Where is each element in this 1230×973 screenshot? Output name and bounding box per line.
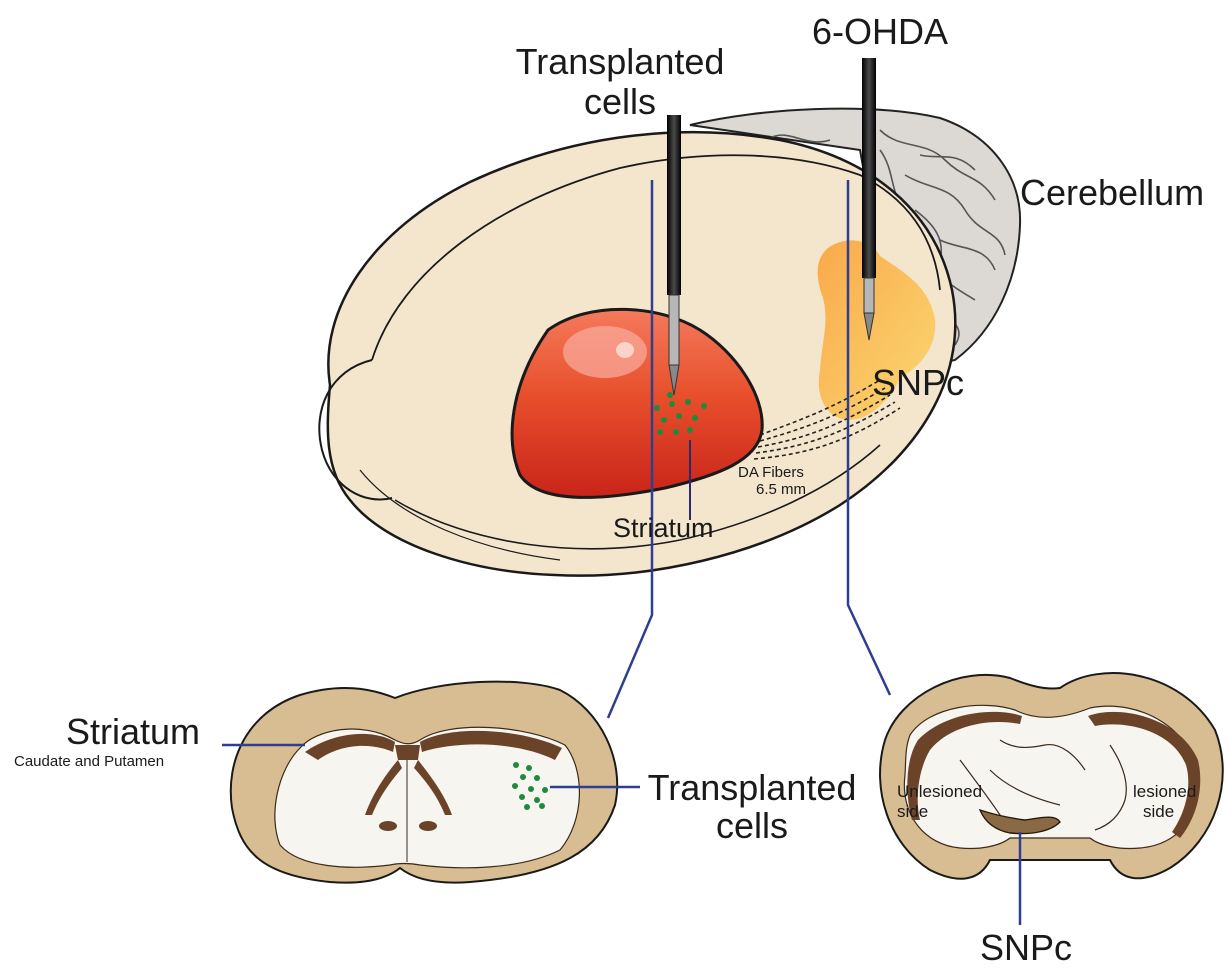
syringe-icon <box>667 115 681 395</box>
transplanted-bottom-line2: cells <box>632 808 872 844</box>
lesioned-line2: side <box>1143 803 1196 820</box>
caudate-putamen-label: Caudate and Putamen <box>14 754 164 769</box>
ohda-label: 6-OHDA <box>812 14 948 50</box>
striatum-left-label: Striatum <box>66 714 200 750</box>
da-fibers-label: DA Fibers 6.5 mm <box>738 465 806 497</box>
coronal-section-striatum <box>222 682 640 883</box>
transplanted-cells-label-top: Transplanted cells <box>505 44 735 120</box>
unlesioned-side-label: Unlesioned side <box>897 783 982 820</box>
transplanted-cells-label-bottom: Transplanted cells <box>632 770 872 844</box>
da-fibers-line1: DA Fibers <box>738 465 806 480</box>
unlesioned-line1: Unlesioned <box>897 783 982 800</box>
cerebellum-label: Cerebellum <box>1020 175 1204 211</box>
snpc-bottom-label: SNPc <box>980 930 1072 966</box>
syringe-icon <box>862 58 876 340</box>
unlesioned-line2: side <box>897 803 982 820</box>
brain-sagittal <box>319 58 1020 576</box>
transplanted-top-line2: cells <box>505 84 735 120</box>
striatum-highlight <box>563 326 647 378</box>
lesioned-side-label: lesioned side <box>1133 783 1196 820</box>
transplanted-bottom-line1: Transplanted <box>632 770 872 806</box>
striatum-label: Striatum <box>613 515 714 542</box>
lesioned-line1: lesioned <box>1133 783 1196 800</box>
transplanted-top-line1: Transplanted <box>505 44 735 80</box>
da-fibers-line2: 6.5 mm <box>756 482 806 497</box>
snpc-label: SNPc <box>872 365 964 401</box>
